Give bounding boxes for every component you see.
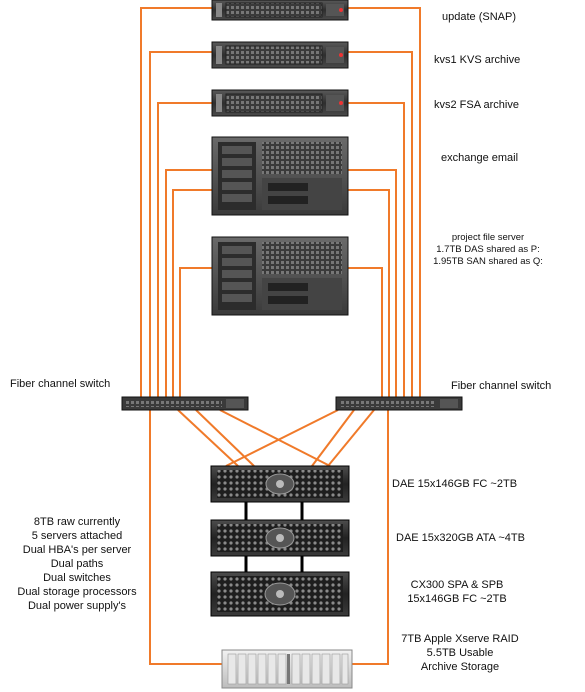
summary-notes: 8TB raw currently 5 servers attached Dua…	[2, 515, 152, 613]
fiber-rsw-spb-a	[311, 409, 355, 467]
label-xserve-line: 7TB Apple Xserve RAID	[401, 633, 519, 645]
storage-xserve-raid	[221, 649, 353, 689]
server-update	[211, 0, 349, 21]
summary-line: Dual paths	[50, 558, 104, 570]
label-dae-ata: DAE 15x320GB ATA ~4TB	[396, 532, 525, 544]
enclosure-links	[244, 502, 304, 572]
summary-line: Dual power supply's	[27, 600, 127, 612]
fiber-kvs2-right	[348, 102, 405, 398]
fiber-switch-left	[121, 396, 249, 411]
fiber-cabling	[140, 7, 421, 665]
label-cx300-line: 15x146GB FC ~2TB	[407, 593, 507, 605]
fiber-update-left	[140, 7, 212, 398]
label-project-line: 1.7TB DAS shared as P:	[436, 244, 540, 255]
label-project-line: 1.95TB SAN shared as Q:	[433, 256, 543, 267]
fiber-rsw-cross	[225, 409, 339, 467]
label-xserve-line: Archive Storage	[420, 661, 500, 673]
storage-dae-ata	[210, 519, 350, 557]
fiber-project-left	[179, 267, 212, 398]
label-kvs1-server: kvs1 KVS archive	[434, 54, 521, 66]
fiber-update-right	[348, 7, 421, 398]
summary-line: Dual switches	[43, 572, 111, 584]
fiber-kvs1-right	[348, 51, 413, 398]
label-project-line: project file server	[451, 232, 525, 243]
fiber-lsw-xserve	[149, 410, 222, 665]
server-exchange	[211, 136, 349, 216]
server-kvs1	[211, 41, 349, 69]
label-xserve: 7TB Apple Xserve RAID 5.5TB Usable Archi…	[390, 632, 530, 674]
summary-line: Dual HBA's per server	[22, 544, 132, 556]
fiber-project-right	[348, 267, 383, 398]
label-kvs2-server: kvs2 FSA archive	[434, 99, 519, 111]
fiber-rsw-spb-b	[327, 409, 375, 467]
server-kvs2	[211, 89, 349, 117]
summary-line: 5 servers attached	[31, 530, 123, 542]
fiber-exchange-right2	[348, 189, 390, 398]
label-update-server: update (SNAP)	[442, 11, 516, 23]
fiber-kvs2-left	[157, 102, 212, 398]
fiber-lsw-cross	[219, 409, 331, 467]
fiber-lsw-spa-b	[195, 409, 255, 467]
server-project	[211, 236, 349, 316]
label-project-server: project file server 1.7TB DAS shared as …	[418, 232, 558, 268]
summary-line: Dual storage processors	[17, 586, 137, 598]
fiber-lsw-spa-a	[177, 409, 239, 467]
label-cx300: CX300 SPA & SPB 15x146GB FC ~2TB	[392, 578, 522, 606]
fiber-kvs1-left	[149, 51, 212, 398]
summary-line: 8TB raw currently	[33, 516, 121, 528]
storage-dae-fc	[210, 465, 350, 503]
label-exchange-server: exchange email	[441, 152, 519, 164]
fiber-exchange-left2	[172, 189, 212, 398]
label-xserve-line: 5.5TB Usable	[426, 647, 494, 659]
fiber-exchange-left	[165, 169, 212, 398]
label-cx300-line: CX300 SPA & SPB	[410, 579, 504, 591]
fiber-switch-right	[335, 396, 463, 411]
fiber-rsw-xserve	[352, 410, 389, 665]
fiber-exchange-right	[348, 169, 397, 398]
label-dae-fc: DAE 15x146GB FC ~2TB	[392, 478, 518, 490]
storage-cx300	[210, 571, 350, 617]
label-switch-left: Fiber channel switch	[10, 378, 111, 390]
label-switch-right: Fiber channel switch	[451, 380, 552, 392]
